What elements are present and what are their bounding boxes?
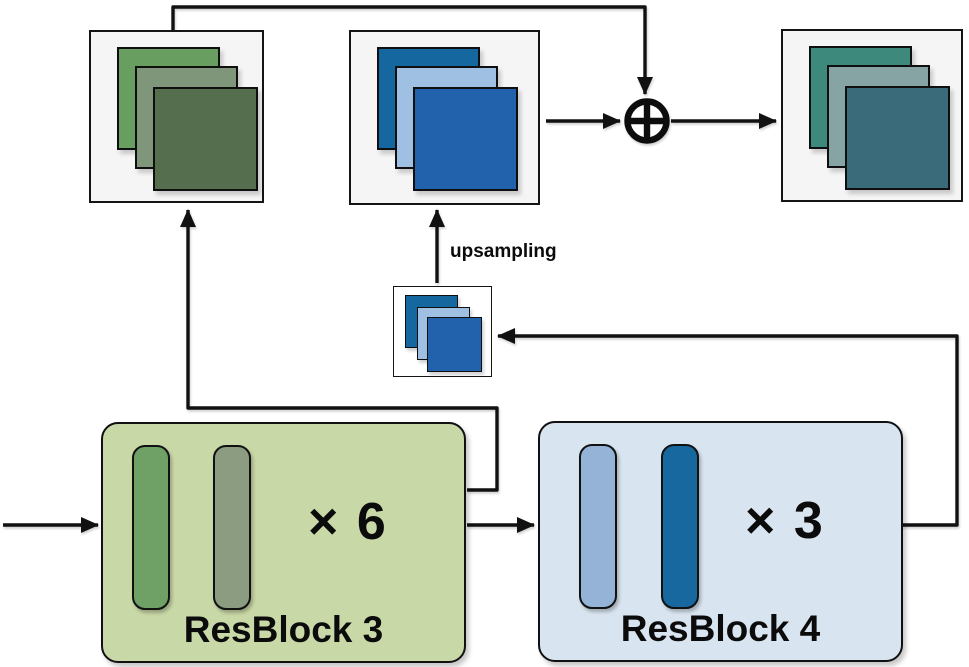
- resblock4-label: ResBlock 4: [620, 608, 821, 649]
- feature-map-square: [427, 317, 482, 372]
- arrow-green-map-to-plus: [171, 5, 653, 95]
- resblock4-multiplier: × 3: [745, 492, 825, 550]
- resblock3-block: × 6 ResBlock 3: [101, 422, 466, 663]
- arrow-resblock4-feedback-to-small-map: [497, 328, 959, 527]
- upsampling-label: upsampling: [450, 241, 557, 262]
- feature-map-panel-green: [89, 30, 264, 203]
- conv-layer-bar: [132, 445, 170, 610]
- resblock3-label: ResBlock 3: [183, 609, 384, 650]
- feature-map-panel-small-blue: [393, 286, 492, 377]
- conv-layer-bar: [661, 444, 699, 609]
- feature-map-square: [413, 87, 518, 191]
- feature-map-panel-teal: [781, 29, 963, 202]
- resblock4-block: × 3 ResBlock 4: [538, 421, 903, 662]
- plus-operator-icon: [624, 98, 670, 144]
- arrow-resblock3-skip-to-green-map: [180, 209, 499, 492]
- feature-map-panel-blue: [349, 30, 540, 205]
- feature-map-square: [153, 87, 258, 191]
- resblock3-multiplier: × 6: [308, 493, 388, 551]
- conv-layer-bar: [213, 445, 251, 610]
- feature-map-square: [845, 86, 950, 190]
- conv-layer-bar: [579, 444, 617, 609]
